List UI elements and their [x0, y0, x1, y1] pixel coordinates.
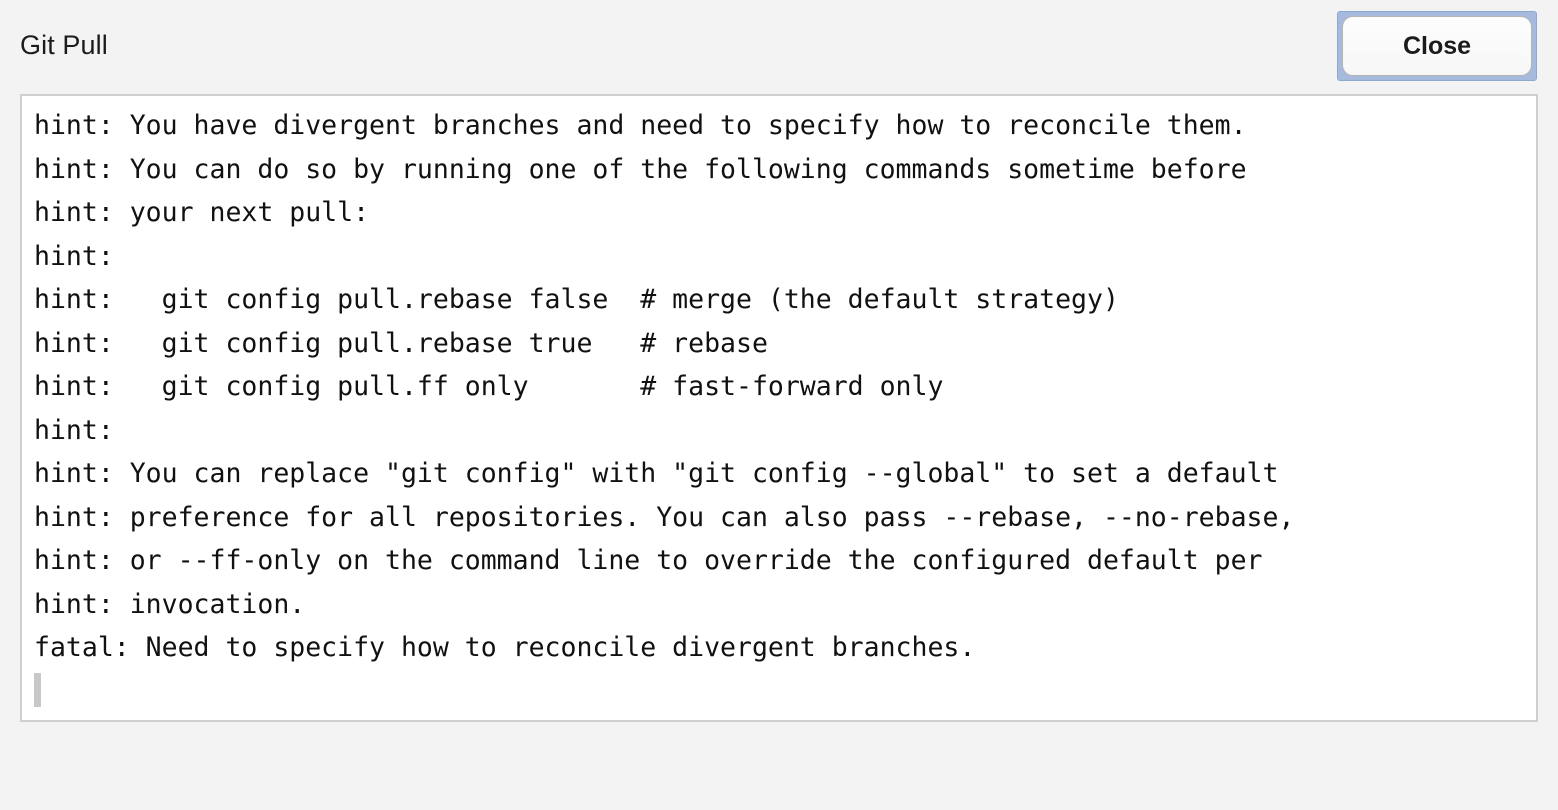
output-line: hint:: [34, 414, 114, 446]
close-button-focus-ring: Close: [1337, 11, 1537, 81]
output-line: hint: git config pull.rebase false # mer…: [34, 284, 1119, 315]
output-line: hint: You have divergent branches and ne…: [34, 110, 1247, 141]
close-button[interactable]: Close: [1342, 16, 1532, 76]
text-caret: [34, 672, 41, 707]
output-line: hint: git config pull.rebase true # reba…: [34, 327, 768, 359]
page-title: Git Pull: [20, 30, 108, 60]
output-line: hint: git config pull.ff only # fast-for…: [34, 371, 944, 402]
output-line: hint: You can replace "git config" with …: [34, 458, 1279, 489]
output-caret-line: [34, 670, 1536, 714]
output-line: hint: preference for all repositories. Y…: [34, 501, 1295, 533]
output-line: hint: invocation.: [34, 588, 306, 620]
git-output-panel[interactable]: hint: You have divergent branches and ne…: [20, 94, 1538, 722]
output-line: hint: or --ff-only on the command line t…: [34, 545, 1263, 576]
output-line: hint: your next pull:: [34, 197, 370, 228]
git-output-text: hint: You have divergent branches and ne…: [22, 96, 1536, 713]
title-bar: Git Pull Close: [0, 0, 1558, 94]
output-line: fatal: Need to specify how to reconcile …: [34, 632, 976, 663]
output-line: hint: You can do so by running one of th…: [34, 153, 1247, 185]
output-line: hint:: [34, 240, 114, 272]
